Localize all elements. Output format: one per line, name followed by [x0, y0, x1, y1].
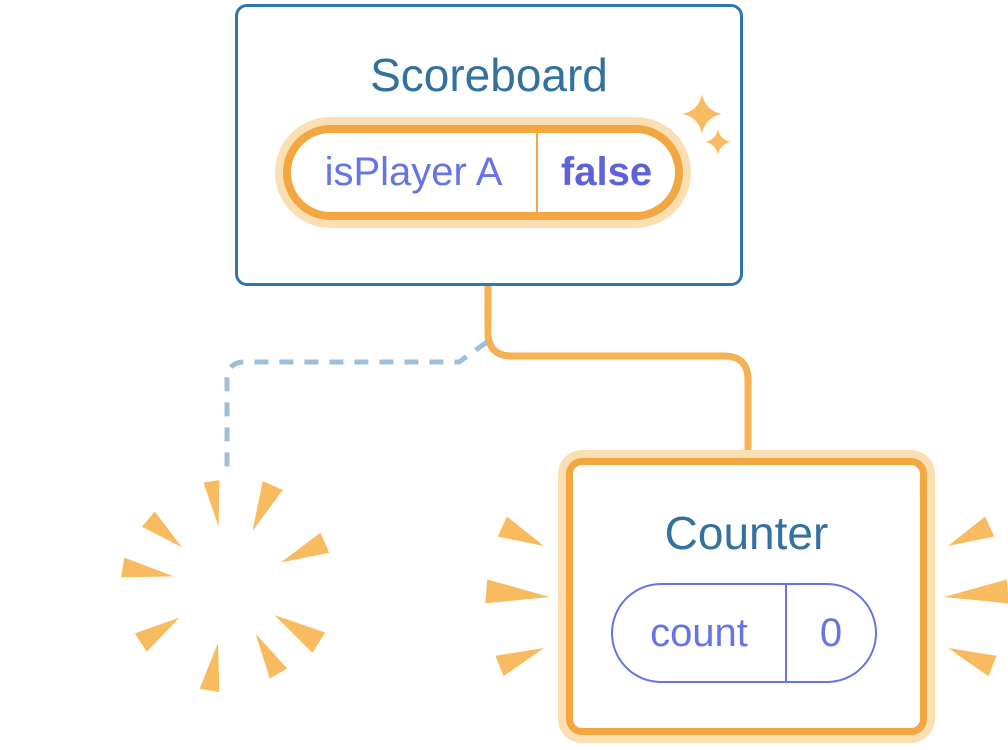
emphasis-ray-icon	[944, 579, 1008, 604]
emphasis-ray-icon	[495, 648, 544, 677]
scoreboard-state-pill: isPlayer A false	[283, 125, 683, 220]
emphasis-ray-icon	[948, 516, 995, 546]
pill-divider	[536, 133, 538, 212]
state-label: isPlayer A	[324, 150, 503, 194]
emphasis-ray-icon	[485, 579, 550, 604]
state-label: count	[650, 610, 748, 655]
state-value: false	[560, 150, 653, 194]
counter-card: Counter count 0	[566, 458, 927, 735]
emphasis-ray-icon	[948, 648, 997, 677]
counter-title: Counter	[664, 507, 829, 559]
scoreboard-title: Scoreboard	[370, 49, 608, 101]
pill-divider	[785, 585, 787, 681]
emphasis-ray-icon	[497, 516, 544, 546]
destroyed-card	[90, 455, 366, 727]
counter-state-pill: count 0	[611, 583, 877, 683]
connector-scoreboard-to-destroyed	[224, 339, 489, 473]
connector-scoreboard-to-counter	[484, 284, 752, 458]
state-value: 0	[819, 610, 843, 655]
scoreboard-card: Scoreboard isPlayer A false	[235, 4, 743, 286]
